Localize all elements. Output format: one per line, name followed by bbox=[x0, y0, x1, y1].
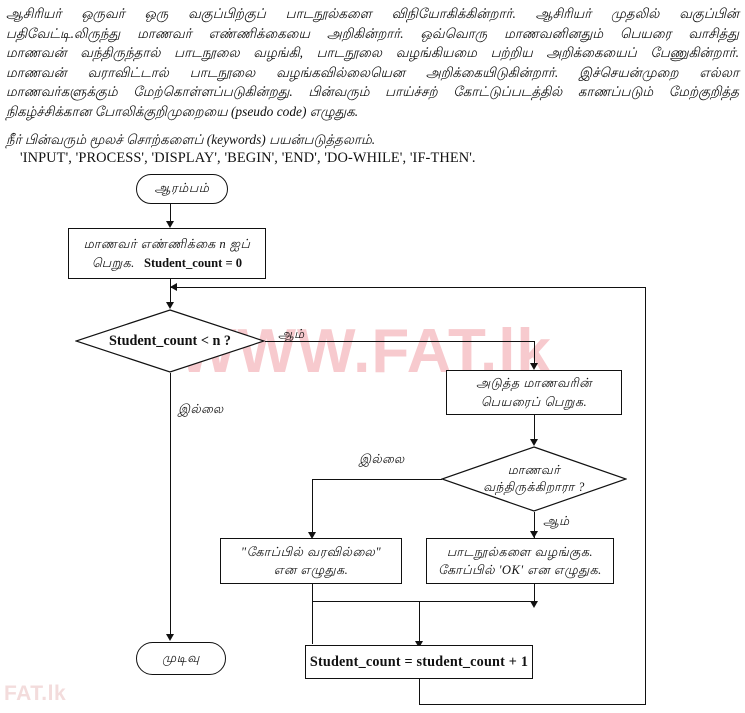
flow-input-line1: மாணவர் எண்ணிக்கை n ஐப் bbox=[83, 237, 251, 251]
connector-merge-horizontal bbox=[312, 601, 535, 603]
paragraph-line: மாணவன் வராவிட்டால் பாடநூலை வழங்கவில்லையெ… bbox=[6, 64, 739, 80]
connector-loopback-bottom bbox=[419, 704, 646, 706]
flow-start-label: ஆரம்பம் bbox=[154, 181, 210, 195]
paragraph-line: ஆசிரியர் ஒருவர் ஒரு வகுப்பிற்குப் பாடநூல… bbox=[6, 6, 739, 21]
connector-decision1-no bbox=[170, 373, 172, 635]
flow-absent-box: "கோப்பில் வரவில்லை" என எழுதுக. bbox=[220, 538, 402, 584]
flow-decision2-line1: மாணவர் bbox=[507, 463, 561, 477]
flow-increment-box: Student_count = student_count + 1 bbox=[305, 645, 533, 679]
flow-input-line2-code: Student_count = 0 bbox=[143, 255, 243, 270]
arrowhead-down bbox=[166, 634, 174, 641]
flow-decision2-label-wrap: மாணவர் வந்திருக்கிறாரா ? bbox=[441, 446, 627, 512]
connector-input-to-decision1 bbox=[170, 279, 172, 303]
connector-start-to-input bbox=[170, 204, 172, 222]
branch-label-decision1-yes: ஆம் bbox=[278, 327, 305, 341]
flow-end-terminator: முடிவு bbox=[136, 642, 226, 675]
paragraph-line: மாணவன் வந்திருந்தால் பாடநூலை வழங்கி, பாட… bbox=[6, 45, 739, 61]
connector-loopback-right bbox=[645, 287, 647, 705]
diamond-shape bbox=[441, 446, 627, 512]
flow-issue-box: பாடநூல்களை வழங்குக. கோப்பில் 'OK' என எழு… bbox=[426, 538, 614, 584]
arrowhead-down bbox=[530, 363, 538, 370]
flow-decision1-label: Student_count < n ? bbox=[108, 332, 231, 349]
arrowhead-down bbox=[530, 531, 538, 538]
paragraph-line: மாணவர்களுக்கும் மேற்கொள்ளப்படுகின்றது. ப… bbox=[6, 84, 739, 100]
flow-issue-line1: பாடநூல்களை வழங்குக. bbox=[446, 544, 594, 559]
flow-get-name-line1: அடுத்த மாணவரின் bbox=[476, 376, 592, 390]
question-paragraph: ஆசிரியர் ஒருவர் ஒரு வகுப்பிற்குப் பாடநூல… bbox=[6, 4, 739, 122]
connector-loopback-down bbox=[419, 679, 421, 705]
branch-label-decision2-no: இல்லை bbox=[359, 452, 405, 466]
arrowhead-left bbox=[170, 283, 177, 291]
flow-input-line2-tamil: பெறுக. bbox=[91, 255, 135, 270]
diamond-shape bbox=[75, 309, 265, 373]
paragraph-line: பதிவேட்டி.லிருந்து மாணவர் எண்ணிக்கையை அற… bbox=[6, 25, 739, 41]
connector-issue-down bbox=[534, 584, 536, 602]
arrowhead-down bbox=[530, 439, 538, 446]
flow-get-name-line2: பெயரைப் பெறுக. bbox=[480, 394, 588, 409]
flow-decision2: மாணவர் வந்திருக்கிறாரா ? bbox=[441, 446, 627, 512]
connector-loopback-top bbox=[170, 287, 646, 289]
connector-absent-down bbox=[312, 584, 314, 644]
branch-label-decision1-no: இல்லை bbox=[178, 402, 224, 416]
keywords-note: நீர் பின்வரும் மூலச் சொற்களைப் (keywords… bbox=[6, 132, 376, 147]
flow-absent-line2: என எழுதுக. bbox=[273, 563, 349, 577]
flow-issue-line2: கோப்பில் 'OK' என எழுதுக. bbox=[438, 563, 602, 577]
flow-absent-line1: "கோப்பில் வரவில்லை" bbox=[240, 544, 382, 559]
flow-decision2-line2: வந்திருக்கிறாரா ? bbox=[483, 480, 585, 494]
connector-decision1-yes-down bbox=[534, 341, 536, 364]
keywords-block: நீர் பின்வரும் மூலச் சொற்களைப் (keywords… bbox=[6, 131, 739, 168]
arrowhead-down bbox=[415, 641, 423, 648]
flow-get-name-box: அடுத்த மாணவரின் பெயரைப் பெறுக. bbox=[446, 370, 622, 415]
keywords-list: 'INPUT', 'PROCESS', 'DISPLAY', 'BEGIN', … bbox=[20, 150, 476, 166]
paragraph-line: நிகழ்ச்சிக்கான போலிக்குறிமுறையை (pseudo … bbox=[6, 103, 359, 119]
arrowhead-down bbox=[166, 302, 174, 309]
connector-decision2-yes bbox=[534, 512, 536, 539]
flow-increment-label: Student_count = student_count + 1 bbox=[309, 653, 529, 670]
flow-input-box: மாணவர் எண்ணிக்கை n ஐப் பெறுக. Student_co… bbox=[68, 228, 266, 279]
connector-decision2-no-down bbox=[312, 479, 314, 533]
flow-decision1-label-wrap: Student_count < n ? bbox=[75, 309, 265, 373]
arrowhead-down bbox=[308, 532, 316, 539]
flow-decision1: Student_count < n ? bbox=[75, 309, 265, 373]
connector-getname-to-decision2 bbox=[534, 415, 536, 440]
connector-decision1-yes bbox=[265, 341, 535, 343]
connector-merge-to-increment bbox=[419, 602, 421, 642]
flow-start-terminator: ஆரம்பம் bbox=[136, 174, 228, 204]
arrowhead-down bbox=[166, 221, 174, 228]
branch-label-decision2-yes: ஆம் bbox=[543, 514, 570, 528]
arrowhead-down bbox=[530, 601, 538, 608]
connector-decision2-no bbox=[312, 479, 442, 481]
flow-end-label: முடிவு bbox=[162, 650, 200, 665]
